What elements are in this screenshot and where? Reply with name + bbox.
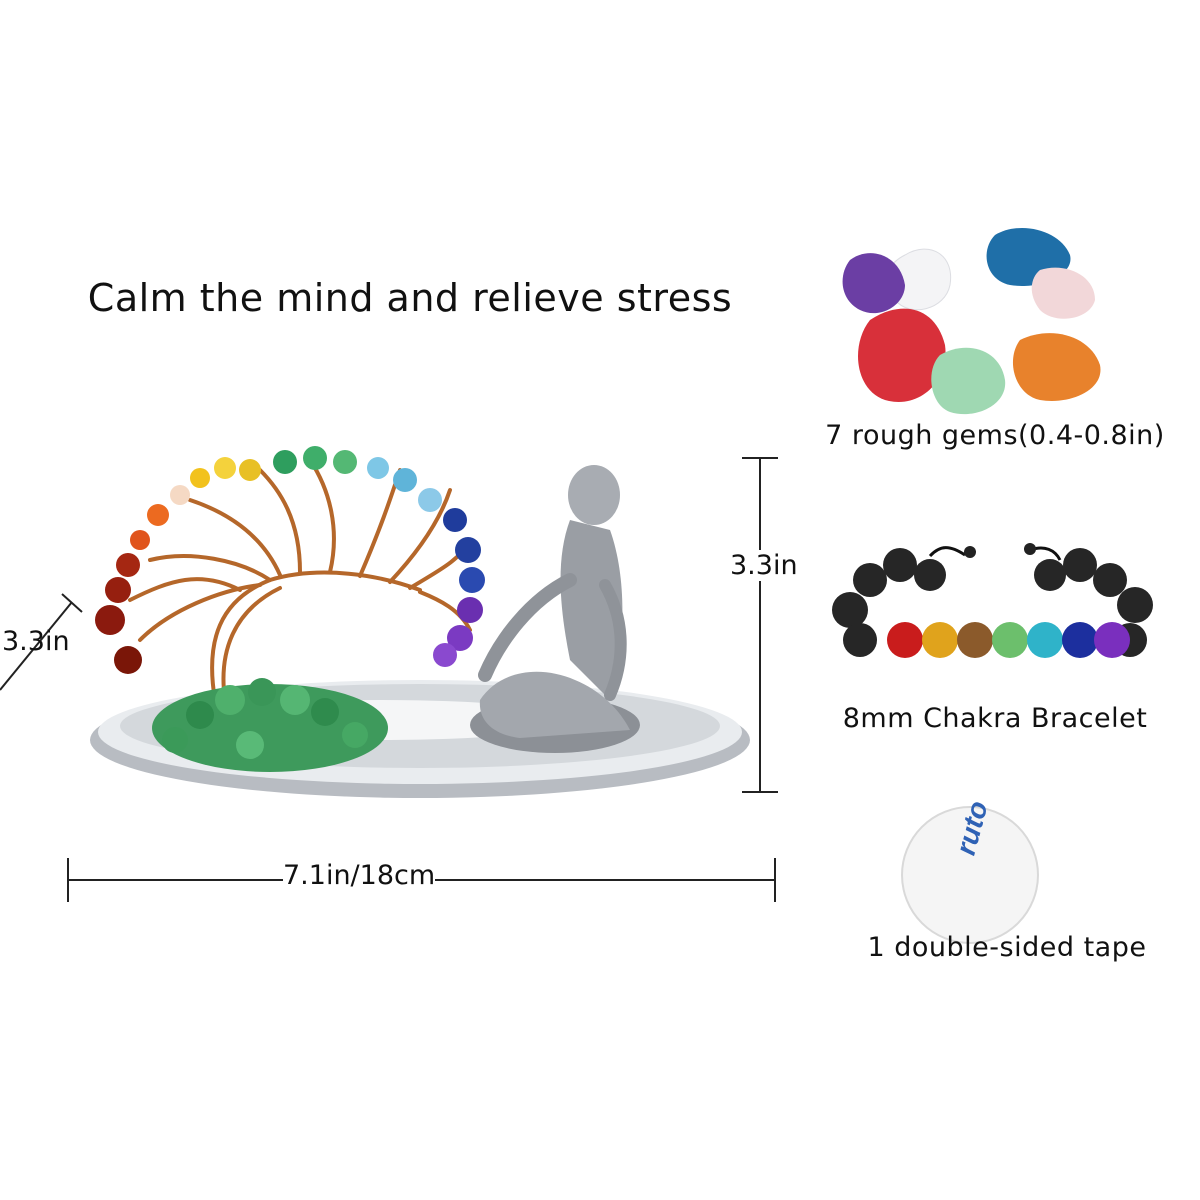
width-label: 7.1in/18cm: [283, 860, 436, 891]
rough-gems: [842, 227, 1101, 415]
tape-caption: 1 double-sided tape: [867, 932, 1147, 963]
double-sided-tape: [901, 806, 1039, 944]
yoga-figure: [470, 465, 640, 753]
gems-caption: 7 rough gems(0.4-0.8in): [825, 420, 1165, 451]
bracelet-caption: 8mm Chakra Bracelet: [842, 703, 1148, 734]
chakra-bracelet: [832, 543, 1153, 658]
gem-arc: [95, 446, 485, 674]
headline: Calm the mind and relieve stress: [87, 276, 733, 320]
height-dimension-line: [742, 457, 778, 793]
height-label: 3.3in: [730, 550, 798, 581]
depth-dimension-line: [0, 593, 83, 691]
depth-label: 3.3in: [2, 626, 70, 657]
aventurine-pile: [152, 678, 388, 772]
